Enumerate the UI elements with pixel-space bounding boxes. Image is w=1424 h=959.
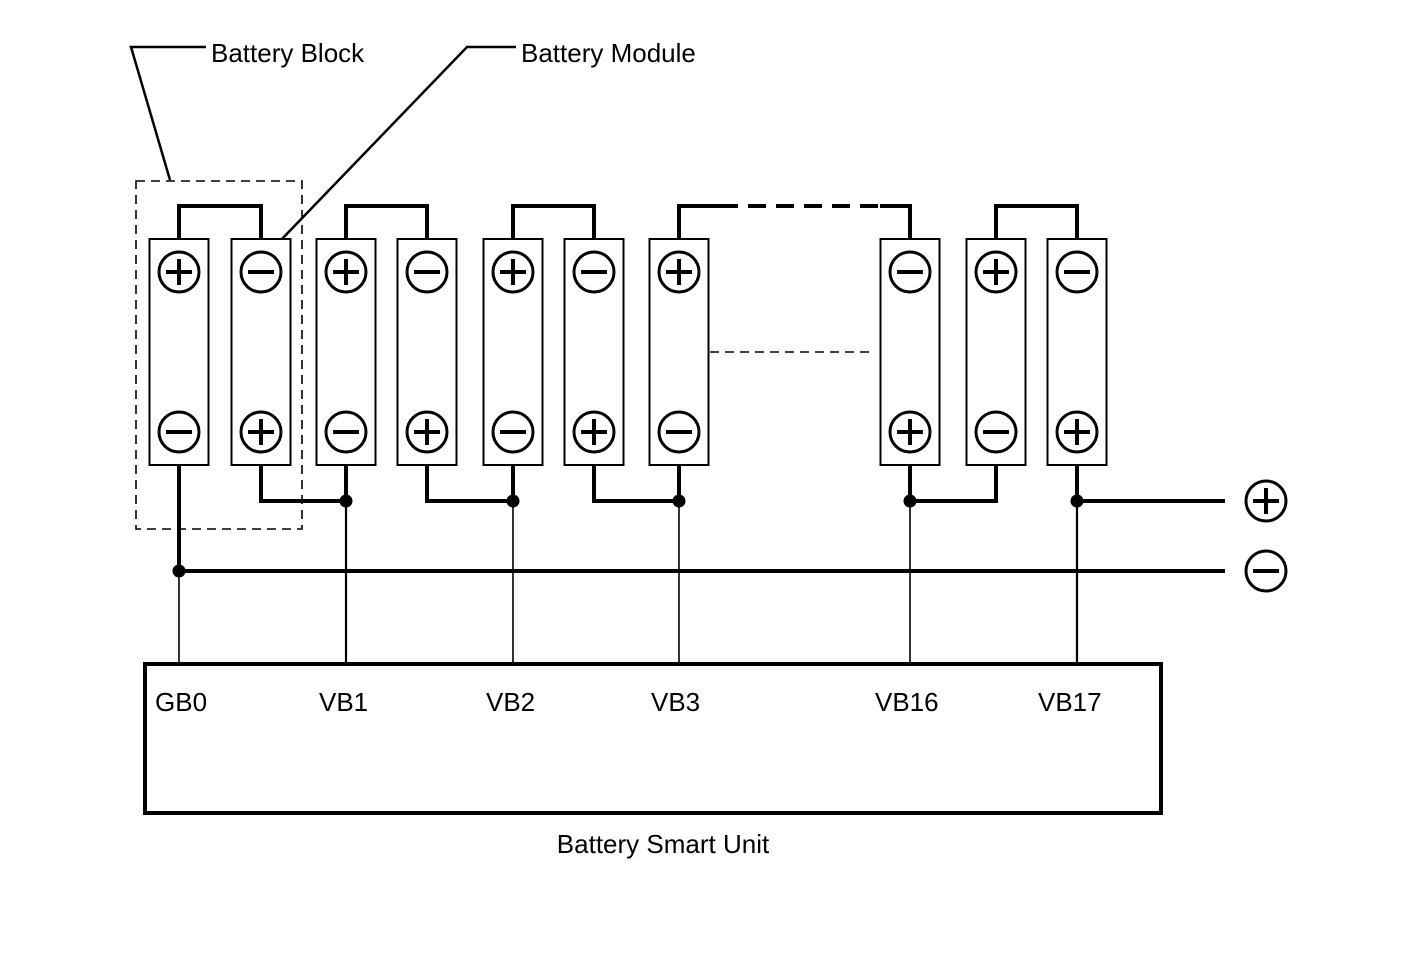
positive-output-line: [1075, 464, 1225, 503]
minus-terminal-icon: [491, 410, 535, 454]
smart-unit-caption: Battery Smart Unit: [557, 829, 770, 859]
top-bridge: [177, 204, 263, 240]
top-bridge: [511, 204, 596, 240]
plus-terminal-icon: [974, 250, 1018, 294]
plus-terminal-icon: [324, 250, 368, 294]
bottom-bridge: [592, 464, 681, 503]
battery-block-leader: [129, 45, 206, 181]
pin-label-gb0: GB0: [155, 687, 207, 717]
minus-terminal-icon: [572, 250, 616, 294]
minus-terminal-icon: [888, 250, 932, 294]
junction-dot: [672, 494, 686, 508]
battery-module: [148, 238, 210, 466]
battery-module: [965, 238, 1027, 466]
minus-terminal-icon: [239, 250, 283, 294]
battery-module: [230, 238, 292, 466]
top-bridge: [344, 204, 429, 240]
junction-dot: [506, 494, 520, 508]
junction-dot: [903, 494, 917, 508]
negative-terminal-icon: [1244, 549, 1288, 593]
plus-terminal-icon: [572, 410, 616, 454]
minus-terminal-icon: [324, 410, 368, 454]
battery-module: [879, 238, 941, 466]
top-bridge-start: [677, 204, 720, 240]
battery-block-outline: [135, 180, 303, 530]
pin-label-vb16: VB16: [875, 687, 939, 717]
plus-terminal-icon: [405, 410, 449, 454]
battery-smart-unit-box: [143, 662, 1163, 815]
top-bridge-end: [880, 204, 912, 240]
junction-dot: [1070, 494, 1084, 508]
bottom-bridge: [425, 464, 515, 503]
minus-terminal-icon: [974, 410, 1018, 454]
battery-module-leader: [280, 45, 516, 241]
battery-block-label: Battery Block: [211, 38, 365, 68]
battery-module-label: Battery Module: [521, 38, 696, 68]
plus-terminal-icon: [657, 250, 701, 294]
battery-module: [315, 238, 377, 466]
battery-modules: [148, 238, 1108, 466]
battery-module: [1046, 238, 1108, 466]
positive-terminal-icon: [1244, 479, 1288, 523]
pin-label-vb3: VB3: [651, 687, 700, 717]
battery-module: [396, 238, 458, 466]
pin-label-vb2: VB2: [486, 687, 535, 717]
minus-terminal-icon: [1055, 250, 1099, 294]
battery-module: [563, 238, 625, 466]
plus-terminal-icon: [1055, 410, 1099, 454]
pin-label-vb1: VB1: [319, 687, 368, 717]
bottom-bridge: [908, 464, 998, 503]
junction-dot: [339, 494, 353, 508]
plus-terminal-icon: [888, 410, 932, 454]
junction-dot: [172, 564, 186, 578]
minus-terminal-icon: [157, 410, 201, 454]
minus-terminal-icon: [405, 250, 449, 294]
plus-terminal-icon: [157, 250, 201, 294]
plus-terminal-icon: [239, 410, 283, 454]
battery-module: [648, 238, 710, 466]
bottom-bridge: [259, 464, 346, 503]
minus-terminal-icon: [657, 410, 701, 454]
battery-module: [482, 238, 544, 466]
pin-label-vb17: VB17: [1038, 687, 1102, 717]
top-bridge: [994, 204, 1079, 240]
plus-terminal-icon: [491, 250, 535, 294]
